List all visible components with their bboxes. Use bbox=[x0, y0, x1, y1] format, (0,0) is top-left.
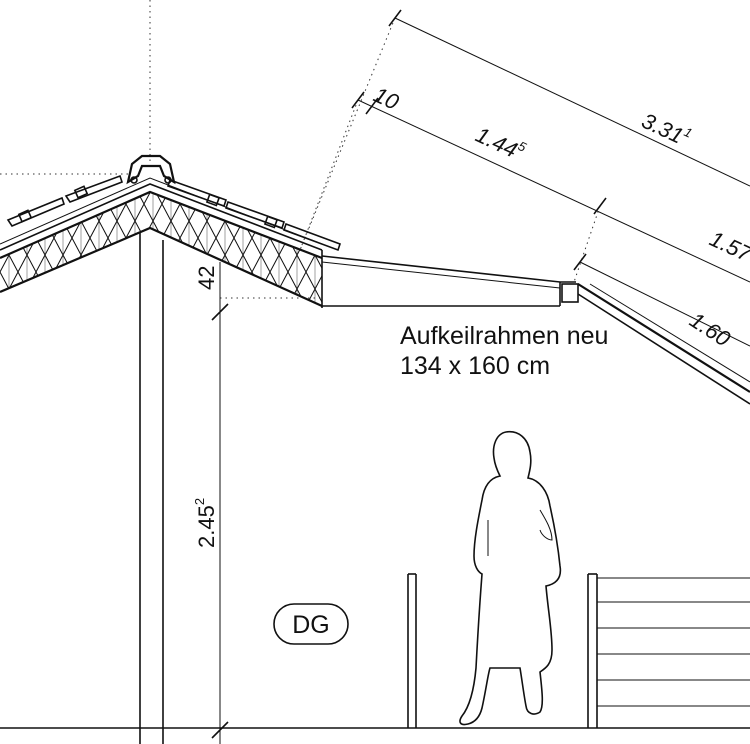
left-roof-section bbox=[0, 154, 342, 308]
person-figure bbox=[459, 430, 562, 726]
annotation-line-2: 134 x 160 cm bbox=[400, 352, 550, 380]
wedge-frame bbox=[321, 255, 579, 307]
dim-room-height: 2.452 bbox=[192, 498, 219, 548]
room-label: DG bbox=[292, 611, 330, 639]
ridge-cap bbox=[126, 154, 176, 185]
left-wall bbox=[139, 232, 164, 744]
dim-slope-segment: 1.60 bbox=[685, 307, 735, 352]
dim-roof-total: 3.311 bbox=[638, 106, 695, 152]
dimension-lines bbox=[211, 9, 750, 744]
knee-wall bbox=[407, 573, 750, 728]
dim-insulation: 42 bbox=[194, 266, 219, 290]
dim-window-length: 1.445 bbox=[472, 120, 529, 166]
annotation-line-1: Aufkeilrahmen neu bbox=[400, 322, 608, 350]
dim-lower-slope: 1.575 bbox=[706, 224, 750, 270]
dim-window-offset: 10 bbox=[370, 82, 403, 115]
right-roof-slope bbox=[577, 283, 750, 405]
roof-tiles bbox=[6, 174, 342, 252]
reference-lines bbox=[0, 0, 601, 299]
room-label-frame bbox=[273, 603, 349, 645]
